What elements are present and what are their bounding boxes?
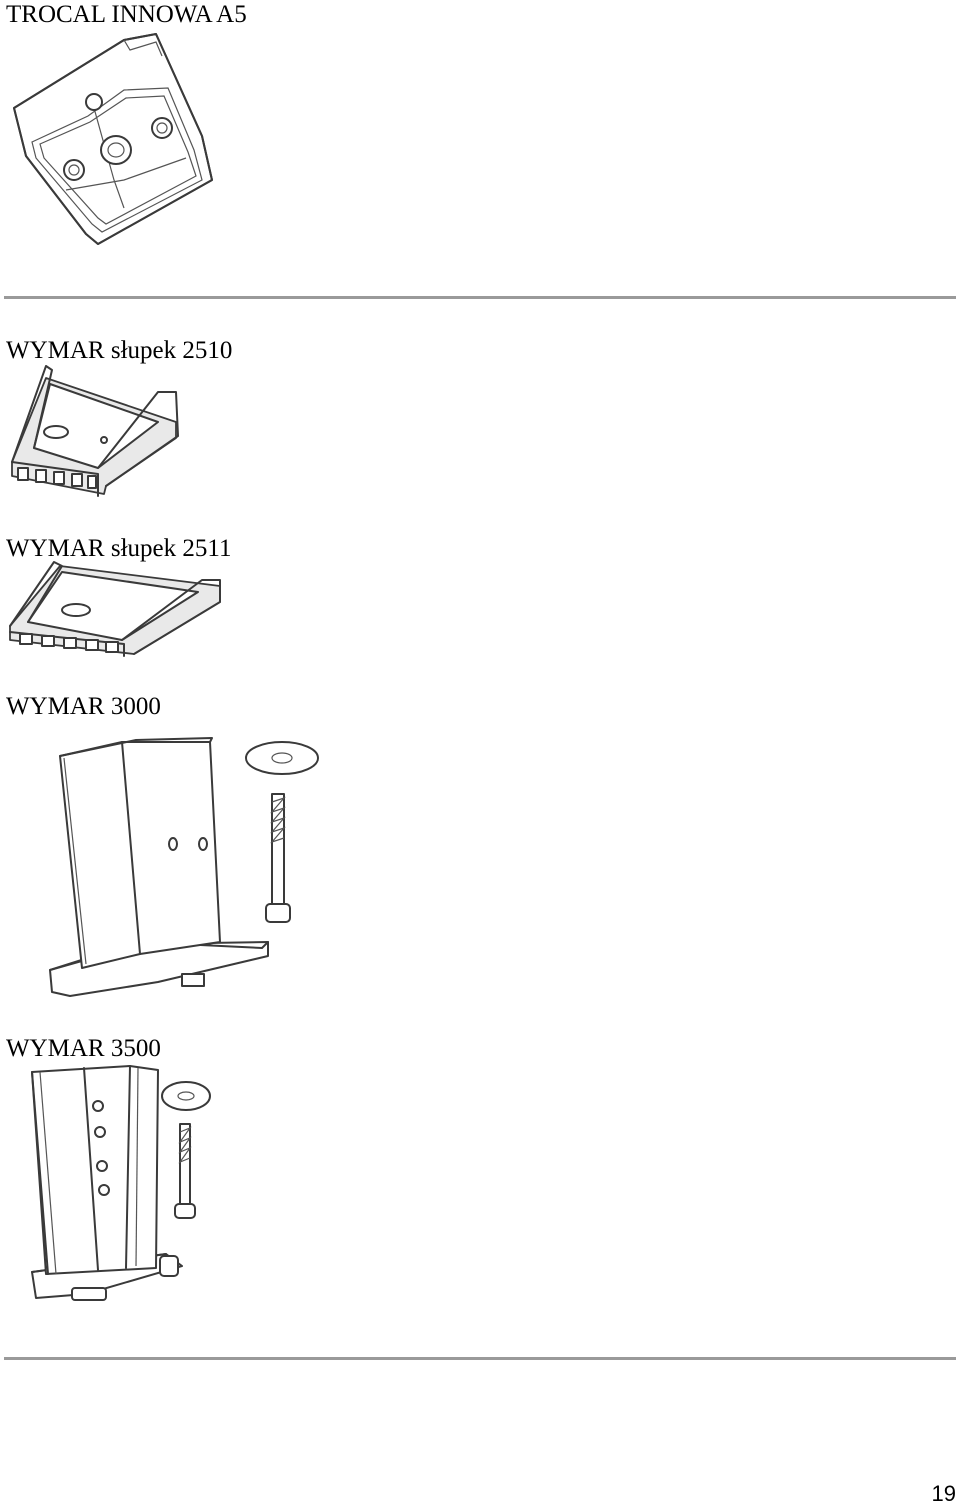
page-number: 19 [931, 1481, 956, 1506]
document-title: TROCAL INNOWA A5 [6, 1, 247, 28]
bracket-plate-drawing [6, 30, 216, 250]
section-label-2511: WYMAR słupek 2511 [6, 535, 232, 562]
channel-bracket-2510-drawing [6, 364, 186, 500]
section-divider [4, 1357, 956, 1360]
post-bracket-3500-drawing [26, 1062, 226, 1308]
section-label-3000: WYMAR 3000 [6, 693, 161, 720]
section-divider [4, 296, 956, 299]
channel-bracket-2511-drawing [6, 560, 226, 660]
post-bracket-3000-drawing [46, 736, 336, 1000]
section-label-2510: WYMAR słupek 2510 [6, 337, 233, 364]
section-label-3500: WYMAR 3500 [6, 1035, 161, 1062]
